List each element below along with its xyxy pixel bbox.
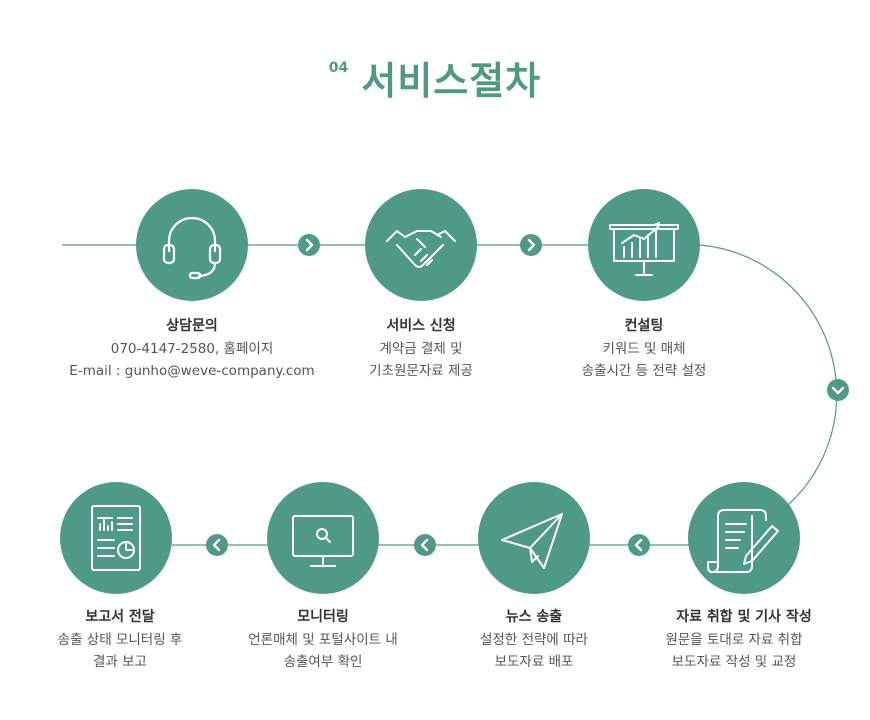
- step-7-title: 보고서 전달: [85, 609, 155, 625]
- step-5-title: 뉴스 송출: [505, 609, 563, 625]
- step-6-line-2: 송출여부 확인: [283, 654, 363, 670]
- step-2-title: 서비스 신청: [386, 318, 456, 334]
- step-1-line-1: 070-4147-2580, 홈페이지: [110, 341, 274, 357]
- step-4-circle: [688, 482, 800, 594]
- handshake-icon: [386, 230, 456, 268]
- step-1-description: 070-4147-2580, 홈페이지 E-mail : gunho@weve-…: [62, 338, 322, 382]
- arrow-down-icon: [827, 379, 849, 401]
- step-3-circle: [588, 189, 700, 301]
- document-pen-icon: [707, 509, 779, 573]
- arrow-left-icon: [206, 534, 228, 556]
- step-1-line-2: E-mail : gunho@weve-company.com: [69, 363, 315, 379]
- step-2-line-2: 기초원문자료 제공: [369, 363, 473, 379]
- arrow-left-icon: [628, 534, 650, 556]
- step-7-description: 송출 상태 모니터링 후 결과 보고: [0, 629, 250, 673]
- step-1-title: 상담문의: [166, 318, 218, 334]
- headset-icon: [162, 216, 222, 280]
- step-7-circle: [60, 482, 172, 594]
- step-5-line-1: 설정한 전략에 따라: [480, 632, 588, 648]
- step-7-line-1: 송출 상태 모니터링 후: [57, 632, 183, 648]
- report-icon: [91, 505, 141, 571]
- step-2-circle: [365, 189, 477, 301]
- step-3-line-1: 키워드 및 매체: [602, 341, 686, 357]
- step-6-line-1: 언론매체 및 포털사이트 내: [248, 632, 398, 648]
- step-3-line-2: 송출시간 등 전략 설정: [581, 363, 707, 379]
- monitor-search-icon: [292, 515, 354, 567]
- step-4-line-1: 원문을 토대로 자료 취합: [665, 632, 803, 648]
- step-3-title: 컨설팅: [624, 318, 664, 334]
- step-5-circle: [478, 482, 590, 594]
- step-4-title: 자료 취합 및 기사 작성: [676, 609, 812, 625]
- step-2-description: 계약금 결제 및 기초원문자료 제공: [291, 338, 551, 382]
- step-3-description: 키워드 및 매체 송출시간 등 전략 설정: [514, 338, 774, 382]
- page-title: 04 서비스절차: [0, 50, 870, 105]
- step-4-line-2: 보도자료 작성 및 교정: [671, 654, 797, 670]
- step-6-title: 모니터링: [297, 609, 349, 625]
- step-2-line-1: 계약금 결제 및: [379, 341, 463, 357]
- step-5-line-2: 보도자료 배포: [494, 654, 574, 670]
- arrow-right-icon: [298, 234, 320, 256]
- arrow-right-icon: [520, 234, 542, 256]
- step-4-description: 원문을 토대로 자료 취합 보도자료 작성 및 교정: [609, 629, 859, 673]
- step-6-circle: [267, 482, 379, 594]
- paper-plane-icon: [501, 513, 563, 569]
- presentation-chart-icon: [609, 222, 679, 276]
- section-title: 서비스절차: [361, 59, 542, 103]
- section-number: 04: [328, 60, 349, 76]
- step-7-line-2: 결과 보고: [93, 654, 147, 670]
- arrow-left-icon: [414, 534, 436, 556]
- step-6-description: 언론매체 및 포털사이트 내 송출여부 확인: [193, 629, 453, 673]
- step-1-circle: [136, 189, 248, 301]
- step-5-description: 설정한 전략에 따라 보도자료 배포: [404, 629, 664, 673]
